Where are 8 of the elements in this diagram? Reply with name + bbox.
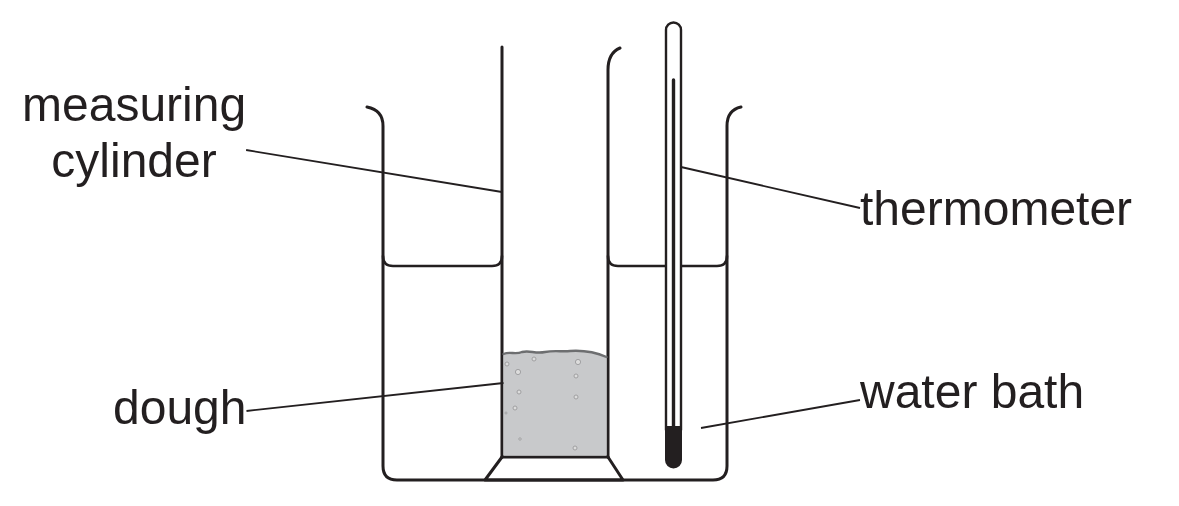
part-label: water bath	[860, 364, 1085, 420]
leader-line	[245, 149, 503, 193]
leader-line	[680, 166, 861, 209]
leader-line	[700, 399, 861, 429]
part-label: thermometer	[860, 181, 1133, 237]
leader-line	[245, 382, 505, 412]
part-label: dough	[113, 380, 247, 436]
part-label: measuring cylinder	[22, 77, 247, 189]
